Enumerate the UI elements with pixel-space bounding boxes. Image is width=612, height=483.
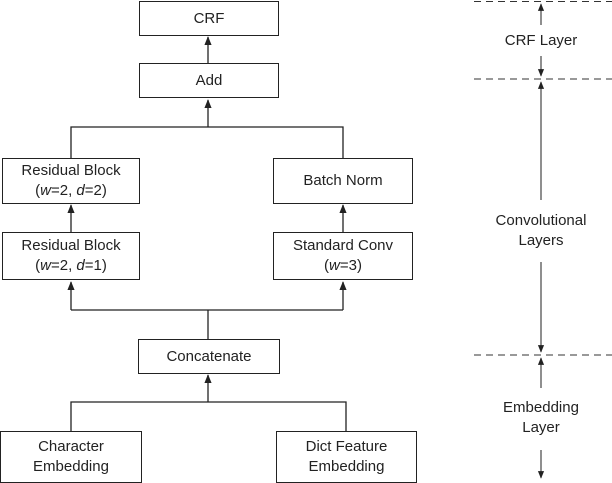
standard-conv-title: Standard Conv bbox=[292, 237, 394, 254]
residual-block-2-params: (w=2, d=2) bbox=[35, 182, 107, 199]
character-embedding-line1: Character bbox=[38, 438, 104, 455]
batch-norm-node: Batch Norm bbox=[273, 158, 413, 204]
convolutional-layers-line1: Convolutional bbox=[495, 212, 587, 229]
crf-node: CRF bbox=[139, 1, 279, 36]
embedding-layer-label: Embedding Layer bbox=[474, 398, 608, 438]
residual-block-1-title: Residual Block bbox=[21, 237, 121, 254]
character-embedding-line2: Embedding bbox=[33, 458, 109, 475]
batch-norm-label: Batch Norm bbox=[303, 172, 383, 189]
standard-conv-params: (w=3) bbox=[324, 257, 362, 274]
residual-block-2-node: Residual Block (w=2, d=2) bbox=[2, 158, 140, 204]
character-embedding-node: Character Embedding bbox=[0, 431, 142, 483]
bus-bottom bbox=[70, 401, 347, 431]
dict-feature-embedding-line1: Dict Feature bbox=[305, 438, 388, 455]
embedding-layer-line1: Embedding bbox=[503, 399, 579, 416]
concatenate-label: Concatenate bbox=[166, 347, 252, 365]
standard-conv-node: Standard Conv (w=3) bbox=[273, 232, 413, 280]
convolutional-layers-label: Convolutional Layers bbox=[474, 211, 608, 251]
embedding-layer-line2: Layer bbox=[522, 419, 560, 436]
crf-node-label: CRF bbox=[193, 9, 225, 27]
convolutional-layers-line2: Layers bbox=[518, 232, 564, 249]
bus-top bbox=[70, 126, 344, 158]
residual-block-1-params: (w=2, d=1) bbox=[35, 257, 107, 274]
dict-feature-embedding-node: Dict Feature Embedding bbox=[276, 431, 417, 483]
residual-block-2-title: Residual Block bbox=[21, 162, 121, 179]
add-node: Add bbox=[139, 63, 279, 98]
concatenate-node: Concatenate bbox=[138, 339, 280, 374]
add-node-label: Add bbox=[195, 71, 223, 89]
crf-layer-label: CRF Layer bbox=[504, 32, 578, 49]
residual-block-1-node: Residual Block (w=2, d=1) bbox=[2, 232, 140, 280]
dict-feature-embedding-line2: Embedding bbox=[308, 458, 385, 475]
